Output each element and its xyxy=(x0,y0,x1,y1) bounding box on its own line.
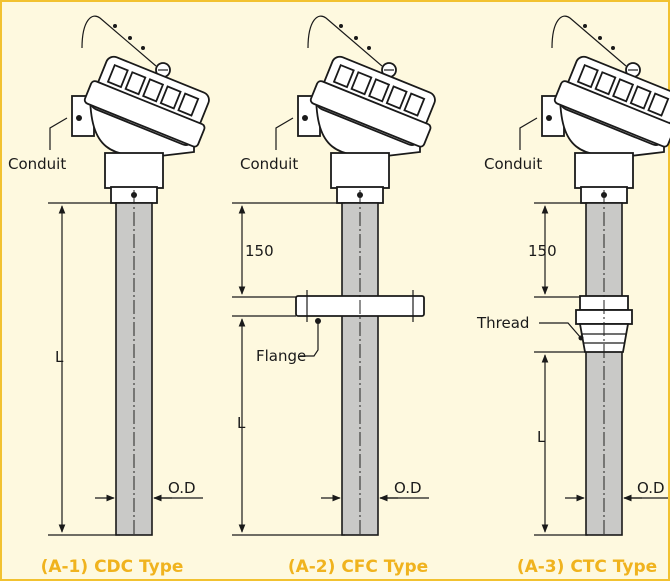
panel-ctc: Conduit 150 Thread L O.D (A-3) CTC Type xyxy=(476,15,670,577)
length-label: L xyxy=(55,348,64,366)
length-label: L xyxy=(537,428,546,446)
od-label: O.D xyxy=(394,479,422,497)
panel-cfc: Conduit 150 L Flange O.D (A-2) CFC Type xyxy=(232,15,436,577)
offset-label: 150 xyxy=(528,242,557,260)
fitting-label: Flange xyxy=(256,347,306,365)
length-label: L xyxy=(237,414,246,432)
terminal-head xyxy=(71,15,210,204)
panel-cdc: Conduit L O.D (A-1) CDC Type xyxy=(8,15,210,577)
od-label: O.D xyxy=(637,479,665,497)
od-label: O.D xyxy=(168,479,196,497)
terminal-head xyxy=(541,15,670,204)
caption-ctc: (A-3) CTC Type xyxy=(517,557,657,577)
caption-cdc: (A-1) CDC Type xyxy=(41,557,184,577)
offset-label: 150 xyxy=(245,242,274,260)
conduit-label: Conduit xyxy=(484,155,542,173)
conduit-label: Conduit xyxy=(8,155,66,173)
fitting-label: Thread xyxy=(476,314,529,332)
terminal-head xyxy=(297,15,436,204)
caption-cfc: (A-2) CFC Type xyxy=(288,557,428,577)
conduit-label: Conduit xyxy=(240,155,298,173)
